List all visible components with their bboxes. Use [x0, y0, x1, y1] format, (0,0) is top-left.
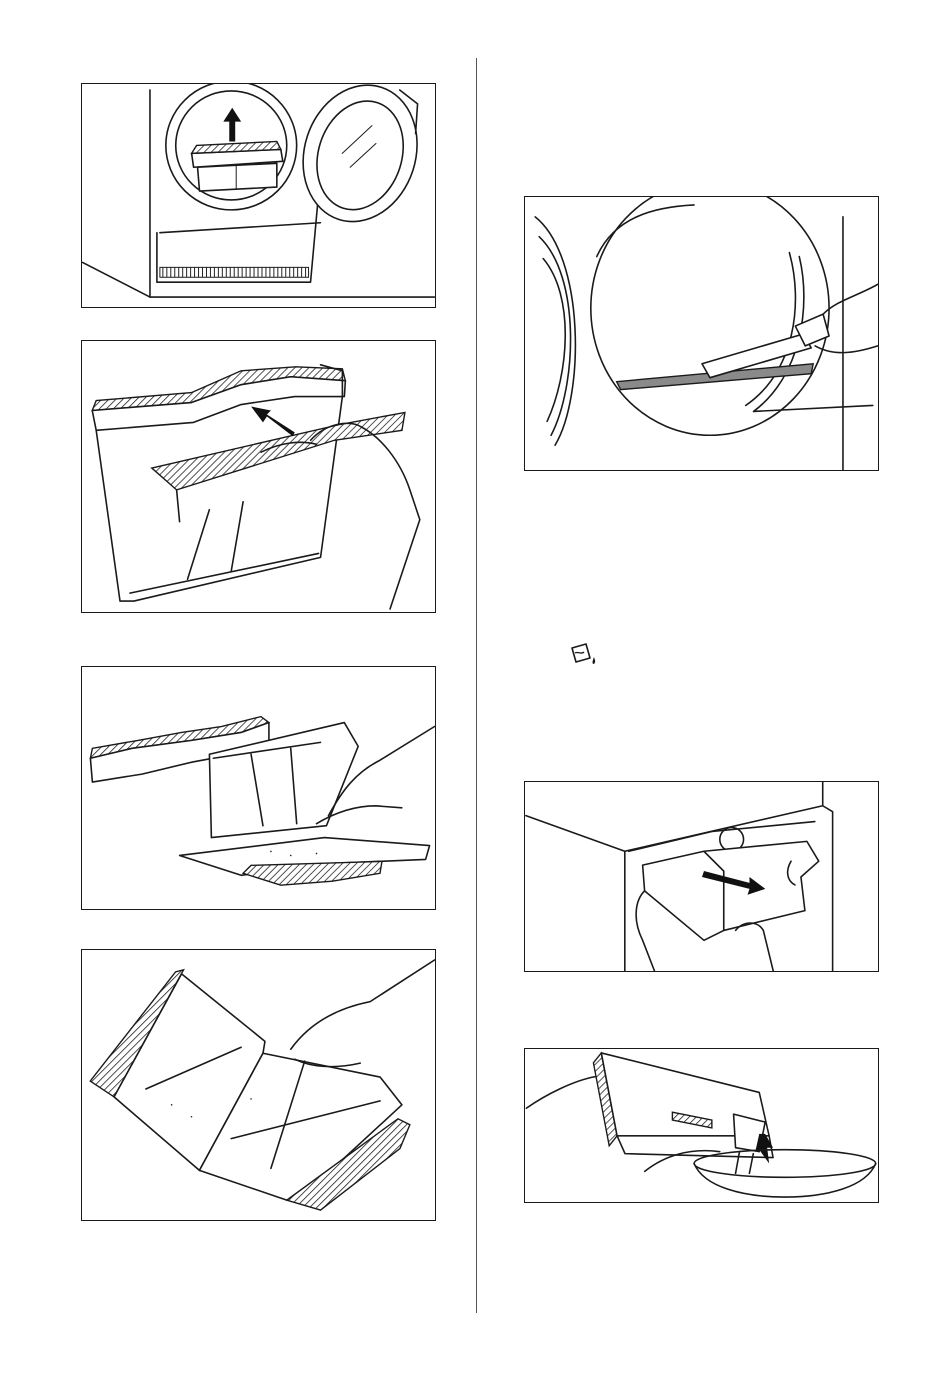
figure-dryer-filter-lift — [81, 83, 436, 308]
vacuum-filter-seat-illustration — [525, 197, 878, 470]
figure-filter-cleaning — [81, 666, 436, 910]
filter-mesh-wipe-illustration — [82, 950, 435, 1220]
empty-water-container-icon — [566, 640, 602, 668]
figure-filter-mesh — [81, 949, 436, 1221]
water-container-empty-illustration — [525, 1049, 878, 1202]
figure-vacuum-filter-seat — [524, 196, 879, 471]
figure-filter-open — [81, 340, 436, 613]
water-container-pull-out-illustration — [525, 782, 878, 971]
figure-water-container-empty — [524, 1048, 879, 1203]
column-divider — [476, 58, 477, 1313]
tumble-dryer-door-filter-lift-illustration — [82, 84, 435, 307]
filter-open-illustration — [82, 341, 435, 612]
figure-water-container-pull — [524, 781, 879, 972]
filter-cleaning-hand-illustration — [82, 667, 435, 909]
